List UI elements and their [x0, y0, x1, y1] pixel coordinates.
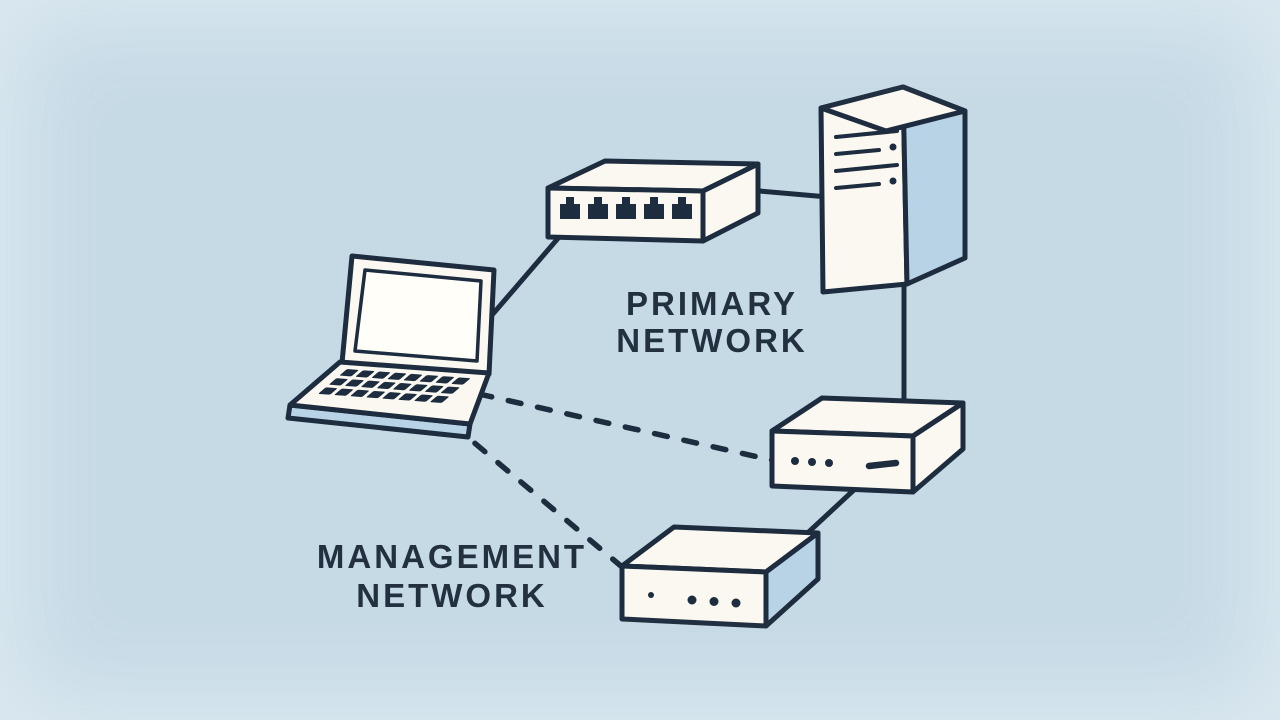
ethernet-port: [560, 197, 580, 219]
server-vent-line: [834, 182, 881, 190]
appliance-led-dot: [791, 457, 799, 465]
laptop-key: [350, 389, 369, 397]
primary-network-label: PRIMARY NETWORK: [616, 285, 807, 359]
laptop-key: [409, 384, 428, 392]
laptop-key: [382, 392, 401, 400]
laptop-key: [340, 369, 359, 377]
connection-switch-server: [745, 187, 831, 200]
server-vents: [834, 129, 899, 190]
appliance-led-dot: [808, 458, 816, 466]
appliance-led-dot: [709, 597, 719, 606]
appliance-slot: [865, 459, 900, 470]
laptop-key: [451, 377, 470, 385]
laptop-key: [425, 385, 444, 393]
laptop-key: [361, 380, 380, 388]
laptop-key: [366, 390, 385, 399]
laptop-key: [441, 386, 460, 394]
ethernet-port: [672, 197, 692, 219]
server-vent-line: [834, 163, 899, 173]
laptop-key: [403, 373, 422, 382]
connection-laptop-appliance-management-dashed: [449, 421, 631, 575]
ethernet-port: [616, 197, 636, 219]
laptop-key: [318, 387, 337, 395]
management-network-label-line1: MANAGEMENT: [317, 538, 587, 575]
laptop-key: [329, 378, 348, 386]
laptop-key: [377, 381, 396, 390]
connection-laptop-appliance-primary-dashed: [476, 391, 779, 464]
appliance-management-icon: [619, 524, 821, 629]
laptop-key: [345, 379, 364, 387]
switch-ports: [560, 197, 692, 219]
connections: [449, 187, 907, 575]
server-vent-line: [834, 129, 899, 139]
laptop-key: [334, 388, 353, 396]
appliance-led-dot: [648, 592, 654, 598]
server-tower-icon: [818, 84, 968, 295]
laptop-screen-display: [353, 268, 483, 363]
laptop-key: [435, 376, 454, 384]
appliance-primary-icon: [769, 395, 966, 495]
ethernet-port: [588, 197, 608, 219]
server-led-dot: [889, 177, 897, 185]
ethernet-port: [644, 197, 664, 219]
management-network-label: MANAGEMENT NETWORK: [317, 538, 587, 614]
laptop-key: [419, 375, 438, 383]
server-led-dot: [889, 143, 897, 151]
laptop-key: [387, 372, 407, 380]
primary-network-label-line1: PRIMARY: [626, 285, 798, 322]
laptop-keys: [318, 369, 470, 403]
laptop-key: [414, 394, 433, 402]
appliance-primary-front-face: [769, 428, 916, 495]
laptop-key: [356, 370, 375, 378]
server-vent-line: [834, 148, 881, 156]
laptop-icon: [285, 253, 497, 440]
appliance-led-dot: [731, 598, 741, 608]
laptop-key: [393, 383, 412, 391]
primary-network-label-line2: NETWORK: [616, 322, 807, 359]
laptop-key: [430, 395, 449, 403]
laptop-key: [372, 371, 391, 379]
management-network-label-line2: NETWORK: [356, 577, 547, 614]
appliance-led-dot: [687, 595, 697, 605]
network-switch-icon: [545, 158, 761, 244]
connection-laptop-switch: [483, 233, 563, 325]
server-top-face: [818, 84, 968, 134]
laptop-key: [398, 393, 417, 401]
appliance-led-dot: [825, 459, 833, 467]
